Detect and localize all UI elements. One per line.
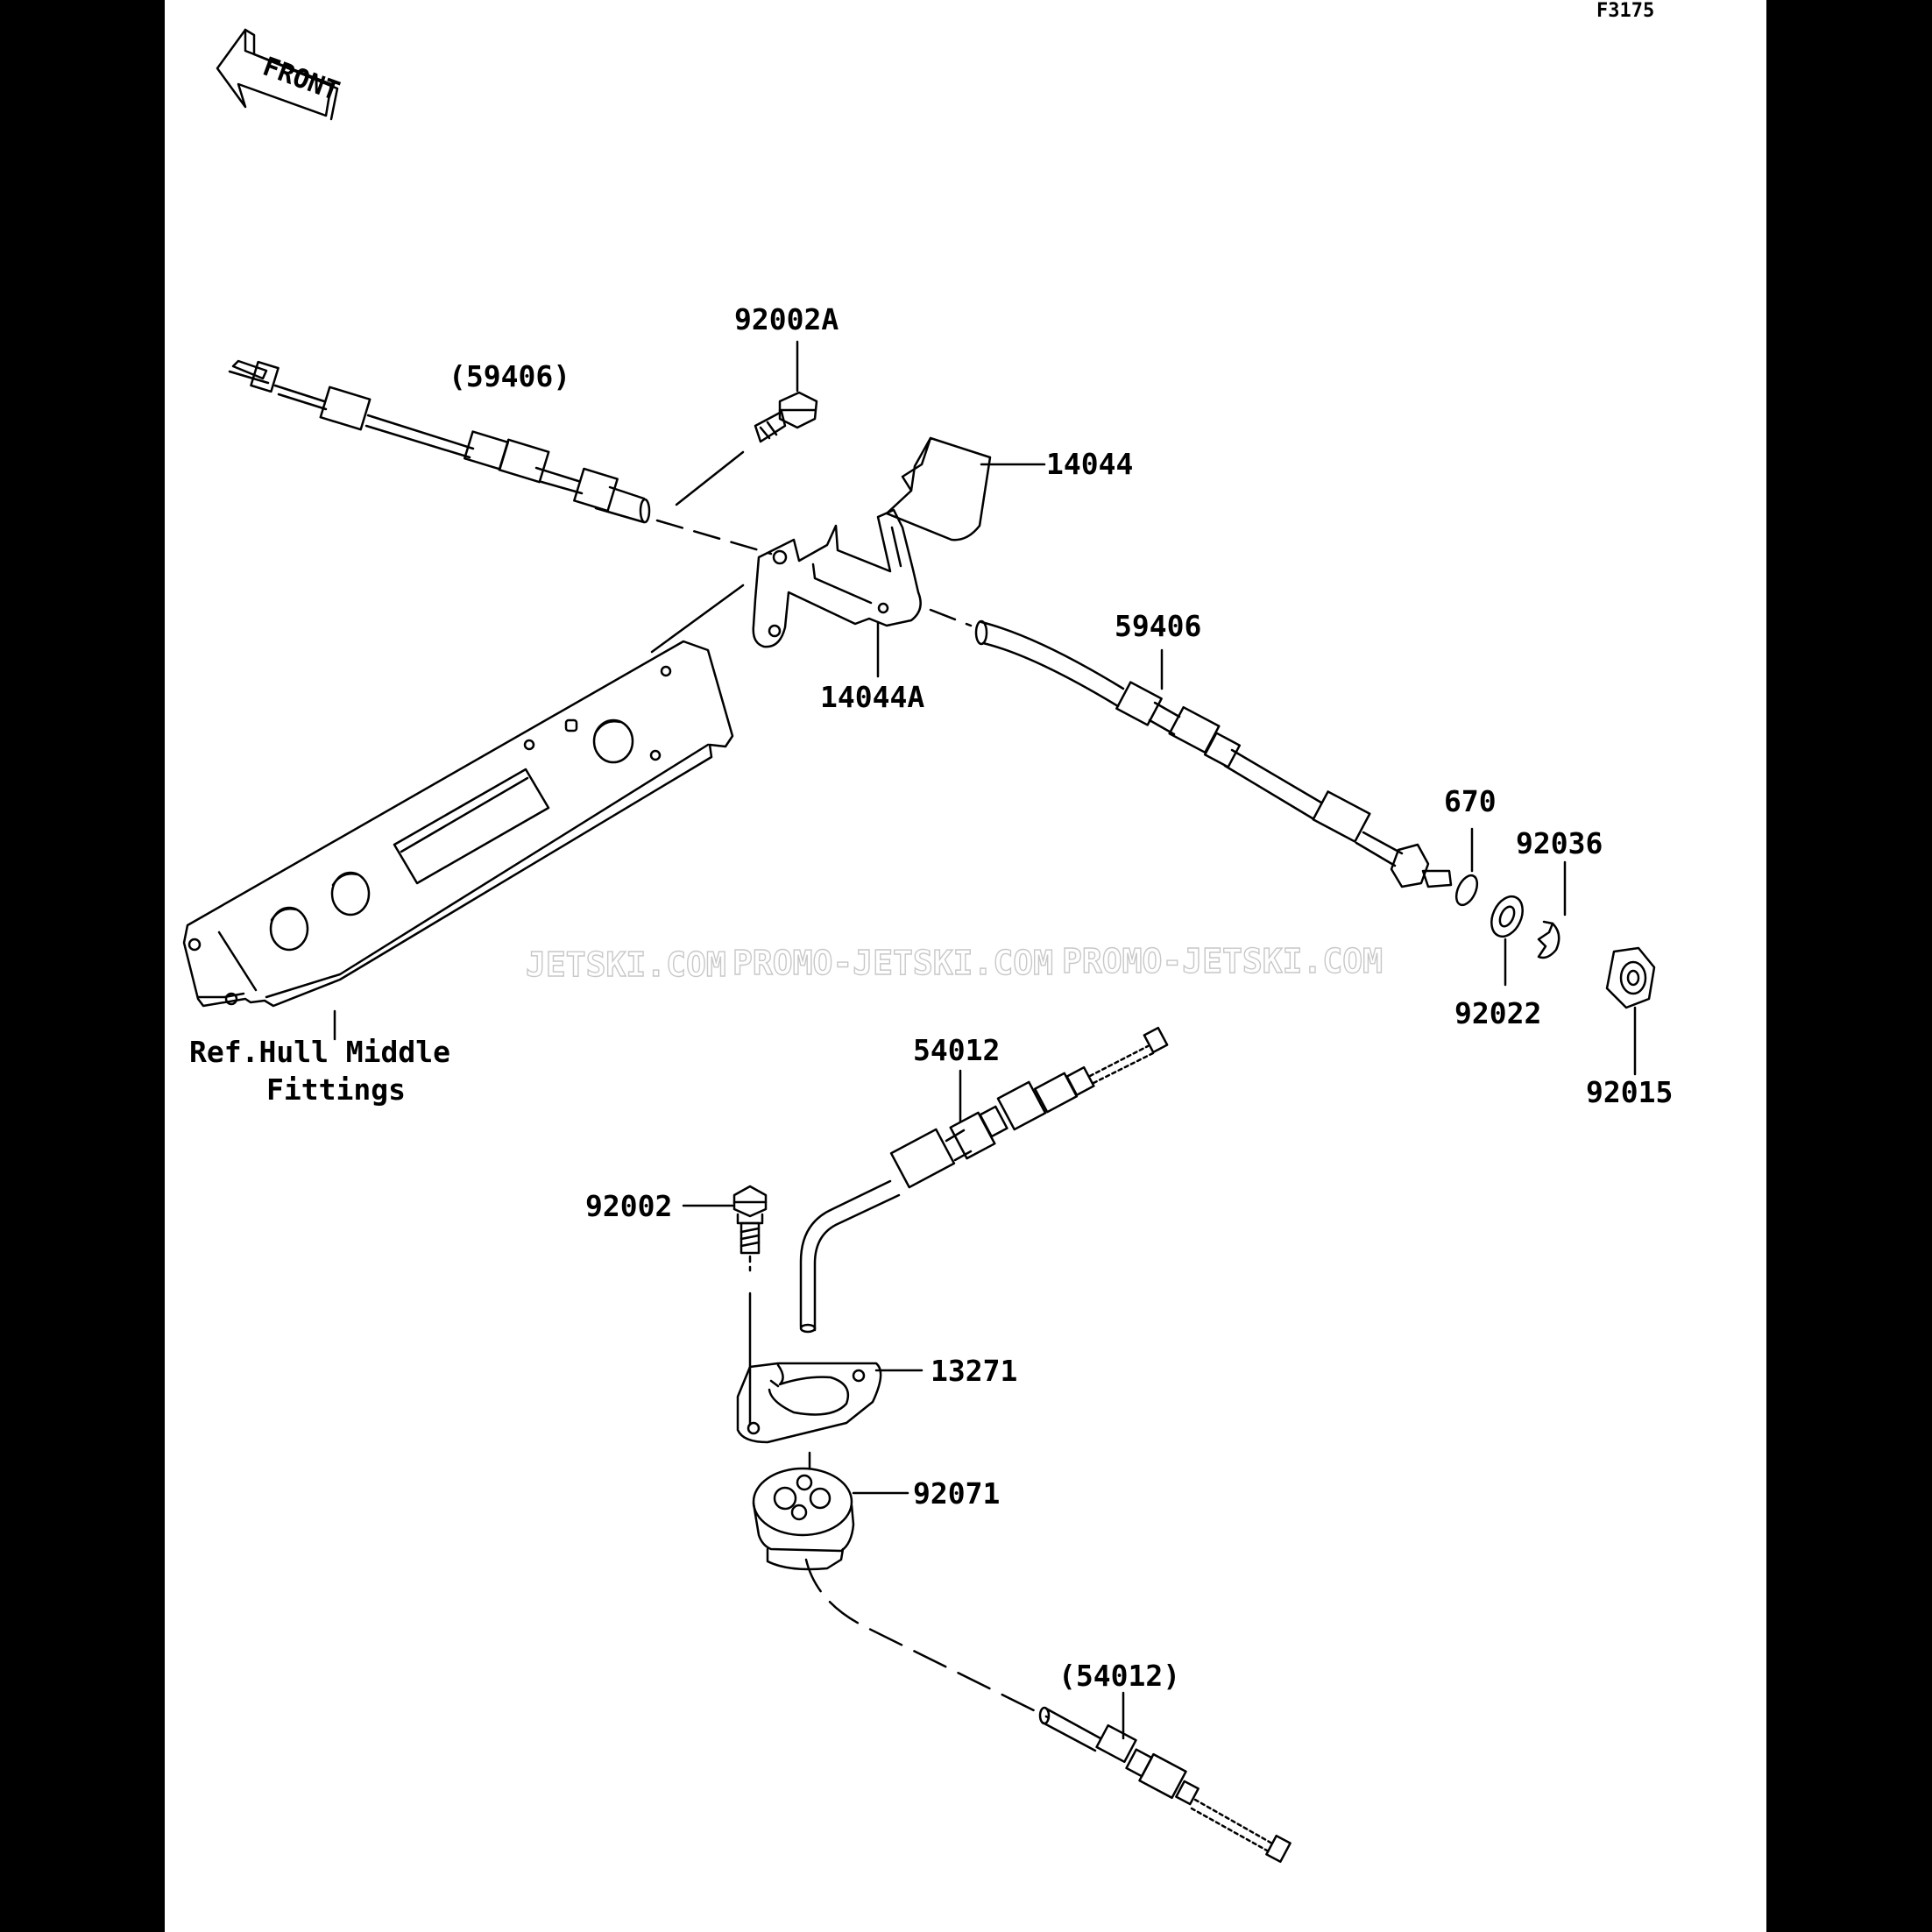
right-black-bar [1766, 0, 1932, 1932]
label-14044A: 14044A [820, 680, 924, 714]
label-ref-hull-line1: Ref.Hull Middle [189, 1035, 450, 1069]
label-92071: 92071 [913, 1476, 1000, 1511]
label-54012: 54012 [913, 1033, 1000, 1067]
watermark-1: JETSKI.COM [526, 945, 726, 984]
label-59406: 59406 [1115, 609, 1201, 643]
label-92036: 92036 [1516, 826, 1603, 860]
label-92015: 92015 [1586, 1075, 1673, 1109]
label-ref-hull-line2: Fittings [266, 1072, 406, 1107]
label-13271: 13271 [931, 1354, 1017, 1388]
bolt-92002A-icon [675, 340, 818, 506]
watermark-3: PROMO-JETSKI.COM [1062, 942, 1383, 980]
label-59406-ref: (59406) [449, 359, 570, 393]
label-92002: 92002 [585, 1189, 672, 1223]
upper-cable-left [228, 359, 773, 556]
diagram-sheet [165, 0, 1766, 1932]
upper-cable-right [974, 619, 1453, 888]
bracket-14044A-icon [650, 508, 973, 678]
left-black-bar [0, 0, 165, 1932]
label-92002A: 92002A [734, 302, 839, 336]
label-14044: 14044 [1046, 447, 1133, 481]
grommet-92071-icon [752, 1467, 909, 1571]
figure-code: F3175 [1596, 0, 1654, 22]
label-54012-ref: (54012) [1058, 1659, 1180, 1693]
bolt-92002-icon [682, 1185, 768, 1426]
label-92022: 92022 [1454, 996, 1541, 1030]
washer-92022-icon [1490, 895, 1524, 987]
clip-92036-icon [1537, 860, 1567, 959]
hull-middle-fitting-plate [182, 640, 734, 1041]
o-ring-670-icon [1454, 827, 1479, 907]
plate-13271-icon [736, 1362, 924, 1470]
nut-92015-icon [1605, 946, 1656, 1076]
label-670: 670 [1444, 784, 1497, 818]
lower-cable-upper [799, 1026, 1169, 1334]
cover-14044-icon [885, 436, 1046, 541]
front-arrow-icon [216, 28, 339, 121]
watermark-2: PROMO-JETSKI.COM [732, 944, 1053, 982]
lower-cable-ref [804, 1558, 1292, 1864]
